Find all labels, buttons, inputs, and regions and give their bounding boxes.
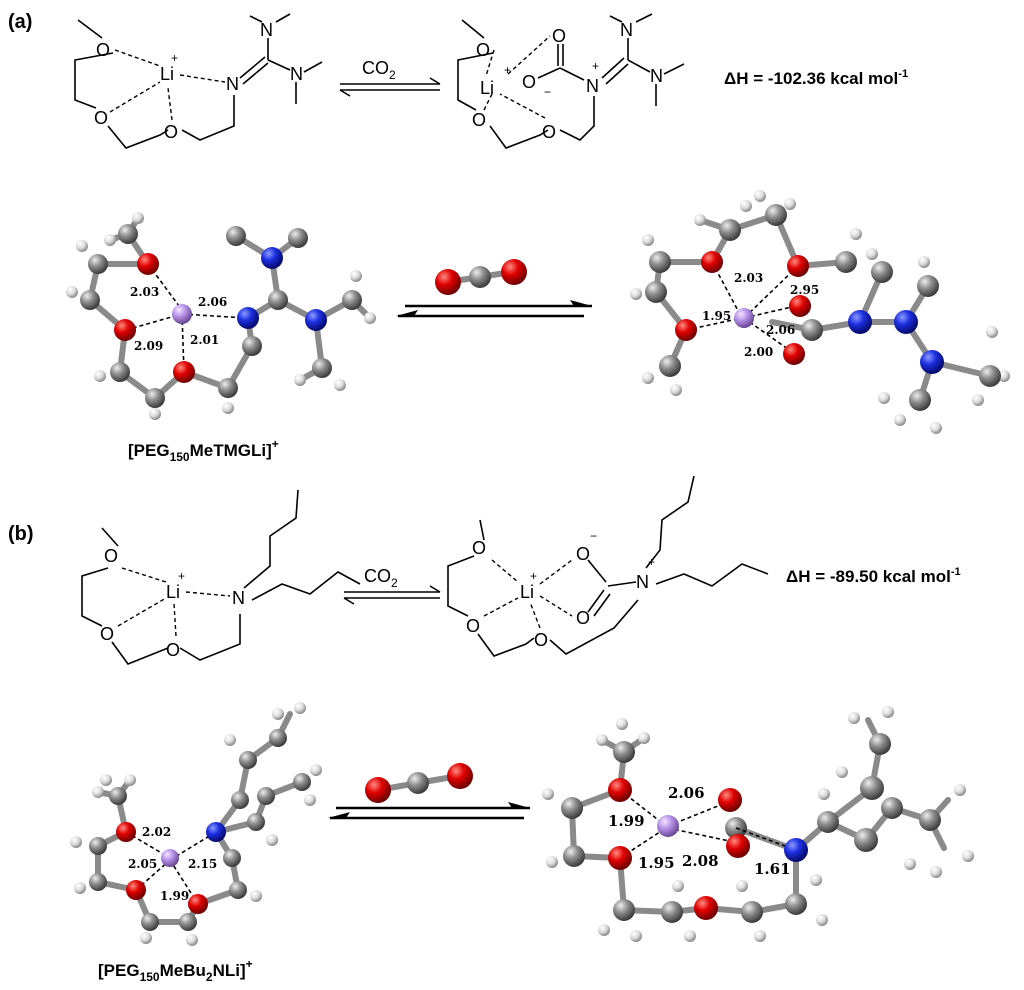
panel-label-a: (a): [8, 11, 32, 33]
atom-n: N: [586, 76, 599, 96]
distance-label: 2.01: [190, 333, 219, 347]
atom-n: N: [636, 572, 649, 592]
distance-label: 2.06: [198, 295, 227, 309]
distance-label: 2.05: [128, 857, 157, 871]
charge-plus: +: [178, 569, 185, 583]
distance-label: 1.95: [638, 854, 675, 872]
distance-label: 2.09: [134, 339, 163, 353]
reactant-b-model: 2.02 2.05 2.15 1.99: [70, 702, 322, 946]
atom-o: O: [166, 640, 180, 660]
equilibrium-a-schematic: CO2: [339, 58, 441, 97]
atom-o: O: [552, 26, 566, 46]
product-a-structure: O Li + O O O O − N + N N: [457, 13, 685, 149]
ion-label-b: [PEG150MeBu2NLi]+: [98, 957, 253, 984]
equilibrium-b-model: [328, 763, 530, 820]
product-b-model: 2.06 1.99 1.95 2.08 1.61: [542, 706, 974, 942]
ion-label-a: [PEG150MeTMGLi]+: [128, 437, 279, 464]
atom-n: N: [650, 66, 663, 86]
charge-plus: +: [530, 569, 537, 583]
atom-n: N: [226, 74, 239, 94]
atom-o: O: [476, 40, 490, 60]
enthalpy-b: ΔH = -89.50 kcal mol-1: [786, 566, 961, 586]
atom-o: O: [94, 108, 108, 128]
distance-label: 1.99: [160, 889, 189, 903]
atom-o: O: [104, 546, 118, 566]
atom-o: O: [522, 72, 536, 92]
atom-li: Li: [480, 78, 494, 98]
distance-label: 2.03: [130, 285, 159, 299]
co2-label: CO2: [362, 58, 396, 82]
charge-minus: −: [544, 85, 551, 99]
distance-label: 2.03: [734, 271, 763, 285]
atom-li: Li: [520, 582, 534, 602]
distance-label: 2.02: [142, 825, 171, 839]
co2-label: CO2: [364, 566, 398, 590]
atom-o: O: [534, 630, 548, 650]
distance-label: 2.06: [668, 784, 705, 802]
distance-label: 1.95: [702, 309, 731, 323]
atom-o: O: [576, 608, 590, 628]
atom-li: Li: [166, 582, 180, 602]
atom-li: Li: [160, 64, 174, 84]
distance-label: 2.95: [790, 283, 819, 297]
distance-label: 2.08: [682, 852, 719, 870]
equilibrium-b-schematic: CO2: [343, 566, 441, 605]
atom-o: O: [466, 616, 480, 636]
atom-o: O: [96, 40, 110, 60]
equilibrium-a-model: [396, 259, 592, 318]
charge-plus: +: [592, 59, 599, 73]
atom-o: O: [472, 538, 486, 558]
reactant-a-model: 2.03 2.06 2.09 2.01: [66, 212, 376, 420]
atom-o: O: [542, 122, 556, 142]
product-b-structure: O Li + O O O − O N +: [447, 475, 769, 657]
atom-n: N: [290, 64, 303, 84]
product-a-model: 2.03 2.95 1.95 2.06 2.00: [630, 190, 1010, 434]
charge-minus: −: [590, 529, 597, 543]
panel-label-b: (b): [8, 523, 34, 545]
distance-label: 2.06: [766, 323, 795, 337]
atom-n: N: [232, 588, 245, 608]
atom-n: N: [620, 20, 633, 40]
reactant-a-structure: O O O Li + N N N: [74, 13, 323, 149]
reactant-b-structure: O O O Li + N: [81, 489, 361, 665]
atom-o: O: [576, 544, 590, 564]
charge-plus: +: [504, 63, 511, 77]
atom-n: N: [260, 20, 273, 40]
enthalpy-a: ΔH = -102.36 kcal mol-1: [724, 68, 908, 88]
charge-plus: +: [171, 51, 178, 65]
distance-label: 1.61: [754, 860, 791, 878]
distance-label: 2.15: [188, 857, 217, 871]
atom-o: O: [472, 110, 486, 130]
atom-o: O: [100, 624, 114, 644]
distance-label: 1.99: [608, 812, 645, 830]
atom-o: O: [164, 122, 178, 142]
distance-label: 2.00: [744, 345, 773, 359]
